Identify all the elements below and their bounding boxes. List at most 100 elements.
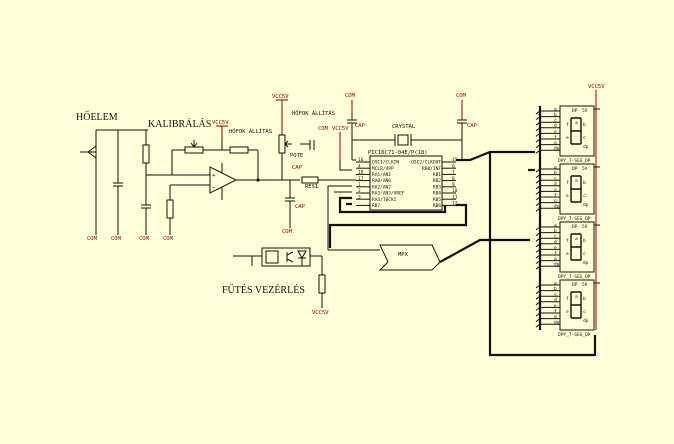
mcu-pin-name: RB3 [433,184,441,190]
svg-text:e: e [566,194,569,199]
cap-label-4: CAP [467,123,478,129]
com-label-6: COM [345,93,356,99]
label-mpx: MPX [398,252,409,258]
output-cap: CAP COM [282,180,306,235]
input-resistor-2 [166,184,210,235]
display-pin-label: g [554,315,557,320]
com-label-4: COM [163,236,174,242]
display-vcc-pin: 5V [582,224,588,230]
display-pin-label: a [554,281,557,286]
mcu-pin-name: OSC1/CLKIN [372,160,399,166]
display-pin-label: b [554,112,557,118]
mcu-pin-name: RB4 [433,191,441,197]
mcu-pin-name: RA2/AN2 [372,184,391,190]
svg-text:e: e [566,136,569,141]
mcu-pin-num: 8 [452,176,455,182]
svg-text:f: f [566,238,569,244]
display-pin-label: dp [554,262,560,268]
display-pin-label: f [554,308,557,314]
display-pin-label: b [554,228,557,234]
svg-text:e: e [566,310,569,315]
svg-text:a: a [575,295,578,300]
seg-glyph [570,291,582,319]
display-pin-label: d [554,123,557,129]
mcu-pin-num: 9 [452,182,455,188]
output-resistor: RES1 [301,176,352,190]
feedback-resistor [222,146,259,180]
mcu-right-pins: 15OSC2/CLKOUT6RB0/INT7RB18RB29RB310RB411… [411,157,458,209]
svg-text:dp: dp [583,144,589,150]
label-futes: FŰTÉS VEZÉRLÉS [222,284,305,296]
mcu-pin-num: 7 [452,170,455,176]
svg-text:dp: dp [583,202,589,208]
mcu-pin-num: 17 [358,176,364,182]
display-top-label: DP [572,282,578,288]
display-pin-label: dp [554,146,560,152]
svg-text:b: b [583,296,586,302]
mcu-pin-name: RB1 [433,172,441,178]
thermocouple-symbol [80,129,148,235]
display-top-label: DP [572,108,578,114]
display-part-label: DPY_7-SEG_DP [558,158,591,164]
mcu-pin-name: RB7 [372,203,380,209]
svg-text:+: + [212,173,216,179]
mcu-pin-num: 3 [358,194,361,200]
com-label-3: COM [139,236,150,242]
opamp: + − [209,163,260,200]
mcu-pin-name: MCLR/VPP [372,166,394,172]
svg-text:dp: dp [583,318,589,324]
svg-text:c: c [583,136,586,141]
label-pote: POTE [290,153,303,159]
cap-label-3: CAP [355,123,366,129]
mcu-pin-num: 18 [358,170,364,176]
svg-text:a: a [575,121,578,126]
com-label-7: COM [456,93,467,99]
mcu-pin-name: RB0/INT [422,166,441,172]
mcu-left-wiring [327,159,447,251]
display-pin-label: a [554,107,557,112]
label-res: RES1 [305,184,318,190]
display-pin-label: c [554,177,557,182]
mcu-pin-num: 16 [358,157,364,163]
setpoint-potentiometer: POTE CAP COM [258,126,329,181]
svg-text:f: f [566,180,569,186]
label-hofok-2: HŐFOK ÁLLÍTÁS [292,109,335,117]
mcu-pin-num: 1 [358,182,361,188]
vcc-label-3: VCC5V [332,126,349,132]
display-pin-label: f [554,192,557,198]
label-mcu: PIC16C71-04E/P(18) [368,150,428,156]
cap-label-2: CAP [295,204,306,210]
seg-glyph [570,117,582,145]
display-pin-label: f [554,134,557,140]
display-pin-label: e [554,304,557,309]
svg-text:f: f [566,296,569,302]
svg-text:a: a [575,237,578,242]
svg-text:c: c [583,194,586,199]
vcc-label-4: VCC5V [312,310,329,316]
svg-text:b: b [583,238,586,244]
com-label-1: COM [87,236,98,242]
svg-text:−: − [212,185,216,191]
input-resistor-1 [142,130,210,176]
display-pin-label: d [554,181,557,187]
mcu-pin-num: 12 [452,201,458,207]
display-pin-label: c [554,293,557,298]
display-pin-label: g [554,199,557,204]
mcu-pin-name: RA3/AN3/VREF [372,191,405,197]
mcu-pin-name: OSC2/CLKOUT [411,160,441,166]
display-pin-label: dp [554,320,560,326]
vcc-label-1: VCC5V [212,120,229,126]
display-pin-label: c [554,119,557,124]
display-pin-label: g [554,141,557,146]
mcu-pin-name: RB5 [433,197,441,203]
display-pin-label: g [554,257,557,262]
seg-glyph [570,175,582,203]
input-capacitor-2 [141,175,151,235]
display-pin-label: b [554,170,557,176]
calibration-potentiometer [171,140,223,175]
